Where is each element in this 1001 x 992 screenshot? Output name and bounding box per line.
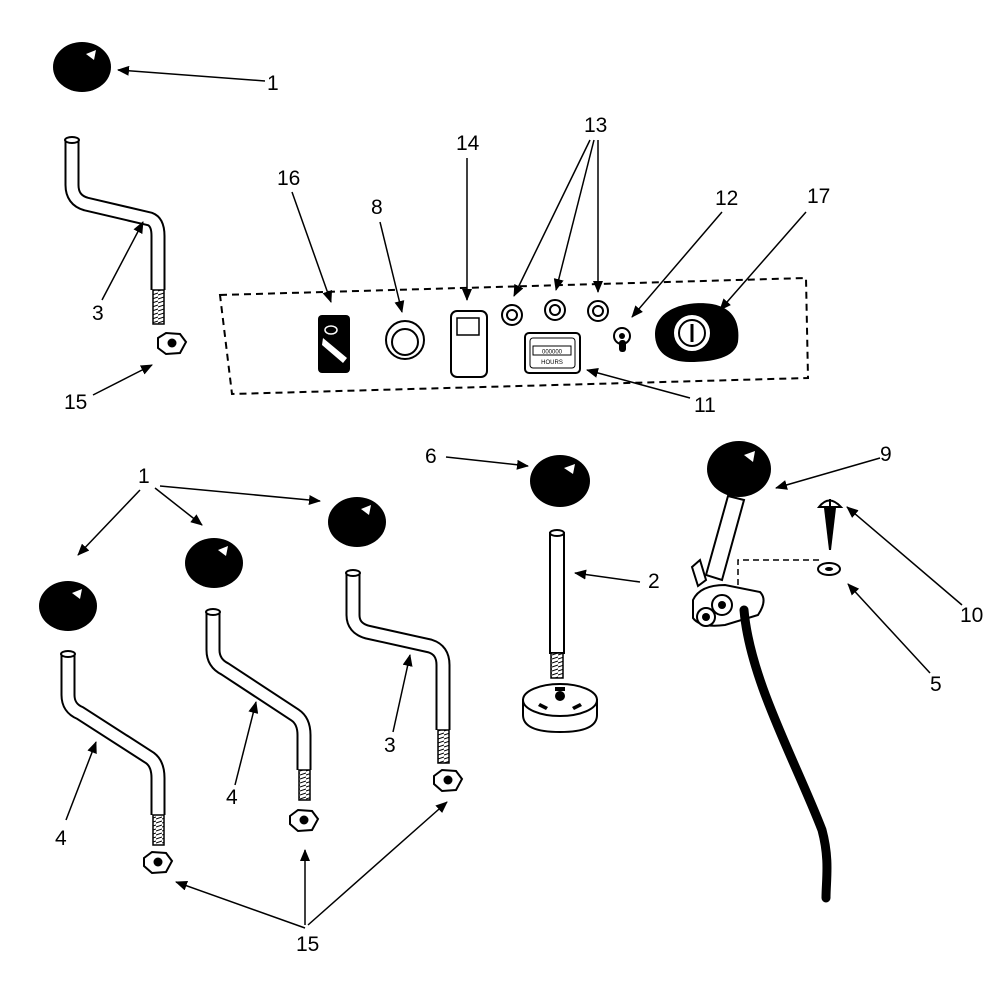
callout-8: 8: [371, 196, 383, 219]
hex-nut-top: [157, 331, 188, 356]
callout-12: 12: [715, 187, 738, 210]
callout-6: 6: [425, 445, 437, 468]
callout-1-top: 1: [267, 72, 279, 95]
hex-nut-left: [143, 850, 174, 875]
ball-knob-top: [53, 42, 111, 92]
callout-labels: 1 3 15 16 8 14 13 12 17 11 1 6 2 9 10 5 …: [55, 72, 983, 956]
callout-9: 9: [880, 443, 892, 466]
callout-15-top: 15: [64, 391, 87, 414]
ball-knob-9: [707, 441, 771, 497]
callout-3-bottom: 3: [384, 734, 396, 757]
callout-5: 5: [930, 673, 942, 696]
ball-knob-right: [328, 497, 386, 547]
rectangular-switch: [450, 310, 488, 378]
hour-meter-digits: 000000: [542, 350, 563, 356]
hour-meter: 000000 HOURS: [524, 332, 581, 374]
callout-4-middle: 4: [226, 786, 238, 809]
callout-10: 10: [960, 604, 983, 627]
hex-nut-right: [433, 768, 464, 793]
callout-16: 16: [277, 167, 300, 190]
callout-17: 17: [807, 185, 830, 208]
bent-rod-left: [60, 650, 166, 846]
ball-knob-middle: [185, 538, 243, 588]
ball-knob-left: [39, 581, 97, 631]
indicator-lamps: [501, 299, 609, 326]
control-panel: 000000 HOURS: [218, 276, 810, 396]
bent-rod-right: [345, 569, 451, 764]
washer: [817, 562, 841, 576]
callout-2: 2: [648, 570, 660, 593]
bent-rod-middle: [205, 608, 312, 801]
straight-rod: [549, 529, 565, 679]
bent-rod-top: [64, 136, 166, 325]
ball-knob-6: [530, 455, 590, 507]
toggle-switch: [613, 327, 631, 352]
callout-3-top: 3: [92, 302, 104, 325]
callout-1-group: 1: [138, 465, 150, 488]
wood-screw: [816, 499, 844, 550]
callout-4-left: 4: [55, 827, 67, 850]
rocker-switch: [318, 315, 350, 373]
leader-arrows: [65, 65, 963, 929]
knob-base: [522, 683, 598, 734]
hex-nut-middle: [289, 808, 320, 833]
key-switch: [655, 303, 739, 362]
callout-14: 14: [456, 132, 480, 155]
callout-15-bottom: 15: [296, 933, 319, 956]
hour-meter-label: HOURS: [541, 360, 563, 366]
alignment-line: [737, 559, 822, 585]
round-pushbutton: [385, 320, 425, 360]
callout-13: 13: [584, 114, 607, 137]
callout-11: 11: [694, 394, 716, 417]
lever-assembly: [690, 494, 832, 903]
